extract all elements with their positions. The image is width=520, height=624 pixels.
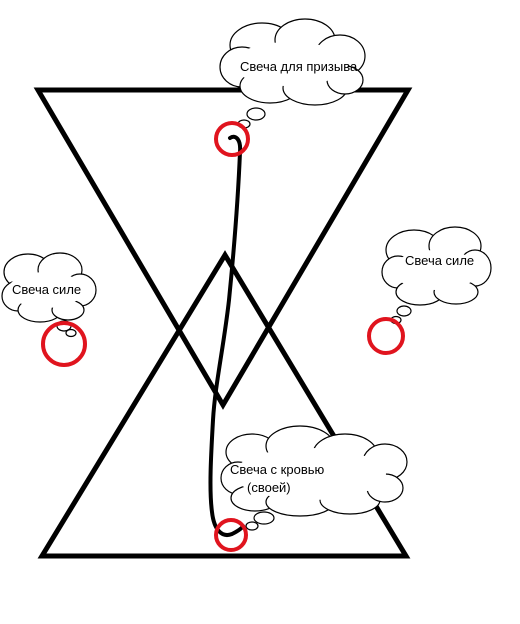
blood-candle-label-line1: Свеча с кровью <box>230 462 325 477</box>
power-candle-left-label: Свеча силе <box>12 282 81 297</box>
inverted-triangle <box>33 87 413 410</box>
blood-candle-cloud <box>220 425 408 531</box>
upright-triangle <box>37 250 411 559</box>
power-candle-left-cloud <box>1 252 97 338</box>
blood-candle-label-line2: (своей) <box>247 480 291 495</box>
summon-candle-label: Свеча для призыва <box>240 59 358 74</box>
power-candle-right-cloud <box>381 226 492 325</box>
summon-candle-marker <box>214 121 250 157</box>
summon-candle-cloud <box>219 18 366 129</box>
wick-line <box>208 134 245 537</box>
power-candle-left-marker <box>41 321 87 367</box>
power-candle-right-label: Свеча силе <box>405 253 474 268</box>
power-candle-right-marker <box>367 317 405 355</box>
blood-candle-marker <box>214 518 248 552</box>
